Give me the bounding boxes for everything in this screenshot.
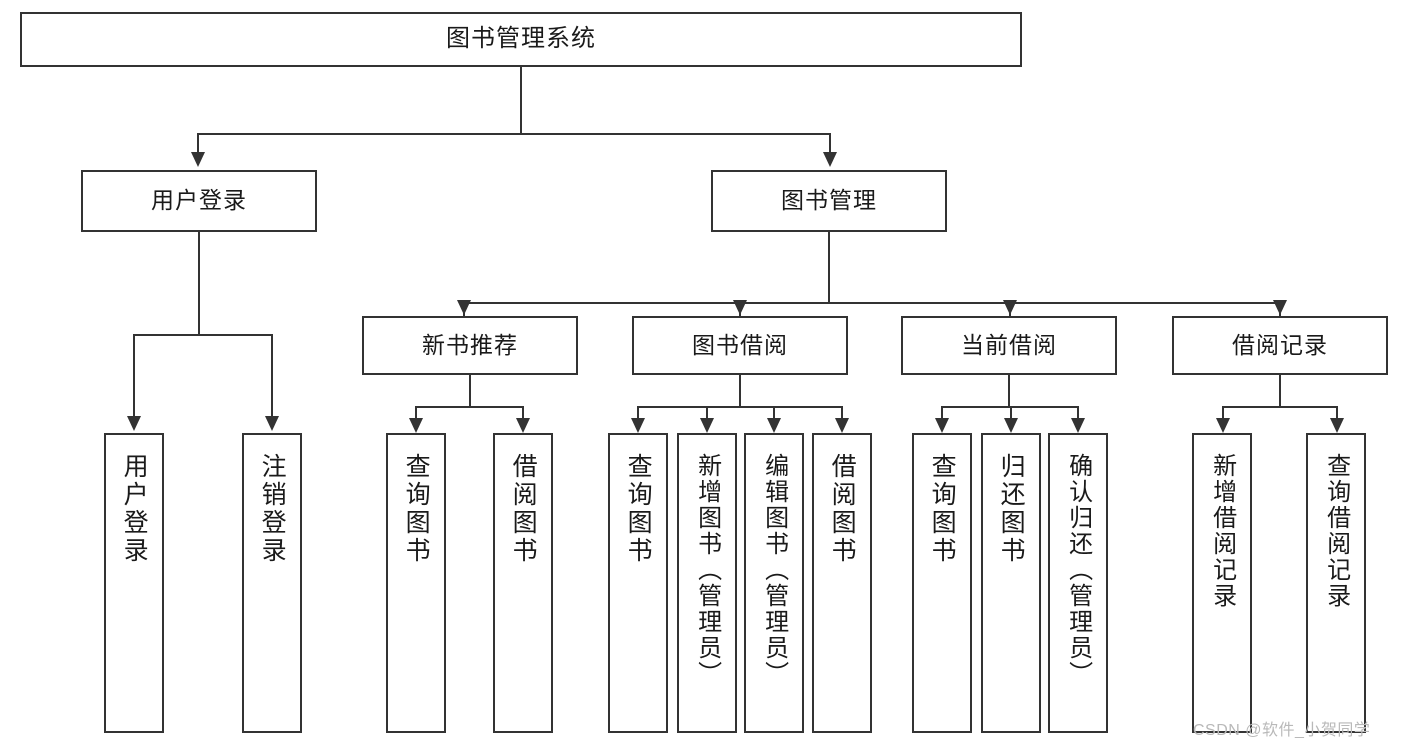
connector-root-to-user-login — [197, 133, 199, 155]
node-user-login[interactable]: 用户登录 — [81, 170, 317, 232]
node-new-book-recommend[interactable]: 新书推荐 — [362, 316, 578, 375]
node-label: 借阅图书 — [828, 453, 857, 565]
connector-new-book-stem — [469, 375, 471, 406]
connector-to-leaf-user-login — [133, 334, 135, 419]
connector-br-leaf-1 — [1222, 406, 1224, 420]
node-label: 查询图书 — [928, 453, 957, 565]
arrowhead-user-login — [191, 152, 205, 167]
leaf-user-login[interactable]: 用户登录 — [104, 433, 164, 733]
arrowhead-bb-leaf-2 — [700, 418, 714, 433]
connector-nb-leaf-2 — [522, 406, 524, 420]
connector-book-borrow-stem — [739, 375, 741, 406]
leaf-confirm-return-admin[interactable]: 确认归还（管理员） — [1048, 433, 1108, 733]
arrowhead-leaf-user-login — [127, 416, 141, 431]
connector-new-book-bus — [415, 406, 524, 408]
connector-current-borrow-bus — [941, 406, 1078, 408]
node-book-borrow[interactable]: 图书借阅 — [632, 316, 848, 375]
arrowhead-cb-leaf-3 — [1071, 418, 1085, 433]
leaf-logout[interactable]: 注销登录 — [242, 433, 302, 733]
leaf-borrow-book[interactable]: 借阅图书 — [812, 433, 872, 733]
leaf-borrow-book-recommend[interactable]: 借阅图书 — [493, 433, 553, 733]
node-label: 确认归还（管理员） — [1064, 453, 1092, 687]
arrowhead-book-borrow — [733, 300, 747, 315]
node-root-system[interactable]: 图书管理系统 — [20, 12, 1022, 67]
leaf-edit-book-admin[interactable]: 编辑图书（管理员） — [744, 433, 804, 733]
arrowhead-book-mgmt — [823, 152, 837, 167]
connector-nb-leaf-1 — [415, 406, 417, 420]
connector-bb-leaf-1 — [637, 406, 639, 420]
connector-user-login-stem — [198, 232, 200, 334]
leaf-query-book-current[interactable]: 查询图书 — [912, 433, 972, 733]
node-label: 归还图书 — [997, 453, 1026, 565]
node-current-borrow[interactable]: 当前借阅 — [901, 316, 1117, 375]
connector-current-borrow-stem — [1008, 375, 1010, 406]
node-label: 查询借阅记录 — [1322, 453, 1350, 609]
node-label: 新书推荐 — [422, 331, 518, 358]
node-label: 注销登录 — [258, 453, 287, 565]
arrowhead-current-borrow — [1003, 300, 1017, 315]
connector-root-bus — [197, 133, 831, 135]
node-label: 新增借阅记录 — [1208, 453, 1236, 609]
node-label: 用户登录 — [120, 453, 149, 565]
arrowhead-br-leaf-2 — [1330, 418, 1344, 433]
leaf-add-book-admin[interactable]: 新增图书（管理员） — [677, 433, 737, 733]
node-book-management[interactable]: 图书管理 — [711, 170, 947, 232]
node-label: 查询图书 — [624, 453, 653, 565]
arrowhead-cb-leaf-1 — [935, 418, 949, 433]
node-label: 借阅记录 — [1232, 331, 1328, 358]
arrowhead-nb-leaf-1 — [409, 418, 423, 433]
arrowhead-bb-leaf-3 — [767, 418, 781, 433]
arrowhead-borrow-record — [1273, 300, 1287, 315]
connector-book-mgmt-stem — [828, 232, 830, 302]
node-borrow-record[interactable]: 借阅记录 — [1172, 316, 1388, 375]
node-label: 查询图书 — [402, 453, 431, 565]
leaf-add-borrow-record[interactable]: 新增借阅记录 — [1192, 433, 1252, 733]
arrowhead-bb-leaf-4 — [835, 418, 849, 433]
node-label: 编辑图书（管理员） — [760, 453, 788, 687]
node-label: 图书管理系统 — [446, 25, 596, 53]
leaf-query-book-borrow[interactable]: 查询图书 — [608, 433, 668, 733]
connector-cb-leaf-3 — [1077, 406, 1079, 420]
node-label: 借阅图书 — [509, 453, 538, 565]
node-label: 图书管理 — [781, 187, 877, 214]
arrowhead-br-leaf-1 — [1216, 418, 1230, 433]
connector-to-leaf-logout — [271, 334, 273, 419]
connector-borrow-record-stem — [1279, 375, 1281, 406]
node-label: 新增图书（管理员） — [693, 453, 721, 687]
connector-bb-leaf-4 — [841, 406, 843, 420]
node-label: 用户登录 — [151, 187, 247, 214]
arrowhead-leaf-logout — [265, 416, 279, 431]
leaf-return-book[interactable]: 归还图书 — [981, 433, 1041, 733]
connector-cb-leaf-1 — [941, 406, 943, 420]
leaf-query-borrow-record[interactable]: 查询借阅记录 — [1306, 433, 1366, 733]
connector-root-to-book-mgmt — [829, 133, 831, 155]
connector-cb-leaf-2 — [1010, 406, 1012, 420]
connector-user-login-bus — [133, 334, 273, 336]
connector-bb-leaf-3 — [773, 406, 775, 420]
csdn-watermark: CSDN @软件_小贺同学 — [1193, 722, 1371, 739]
arrowhead-new-book — [457, 300, 471, 315]
connector-bb-leaf-2 — [706, 406, 708, 420]
connector-root-stem — [520, 67, 522, 133]
connector-borrow-record-bus — [1222, 406, 1338, 408]
arrowhead-bb-leaf-1 — [631, 418, 645, 433]
node-label: 当前借阅 — [961, 331, 1057, 358]
connector-book-borrow-bus — [637, 406, 842, 408]
arrowhead-nb-leaf-2 — [516, 418, 530, 433]
arrowhead-cb-leaf-2 — [1004, 418, 1018, 433]
connector-level2-bus — [463, 302, 1280, 304]
node-label: 图书借阅 — [692, 331, 788, 358]
leaf-query-book-recommend[interactable]: 查询图书 — [386, 433, 446, 733]
connector-br-leaf-2 — [1336, 406, 1338, 420]
